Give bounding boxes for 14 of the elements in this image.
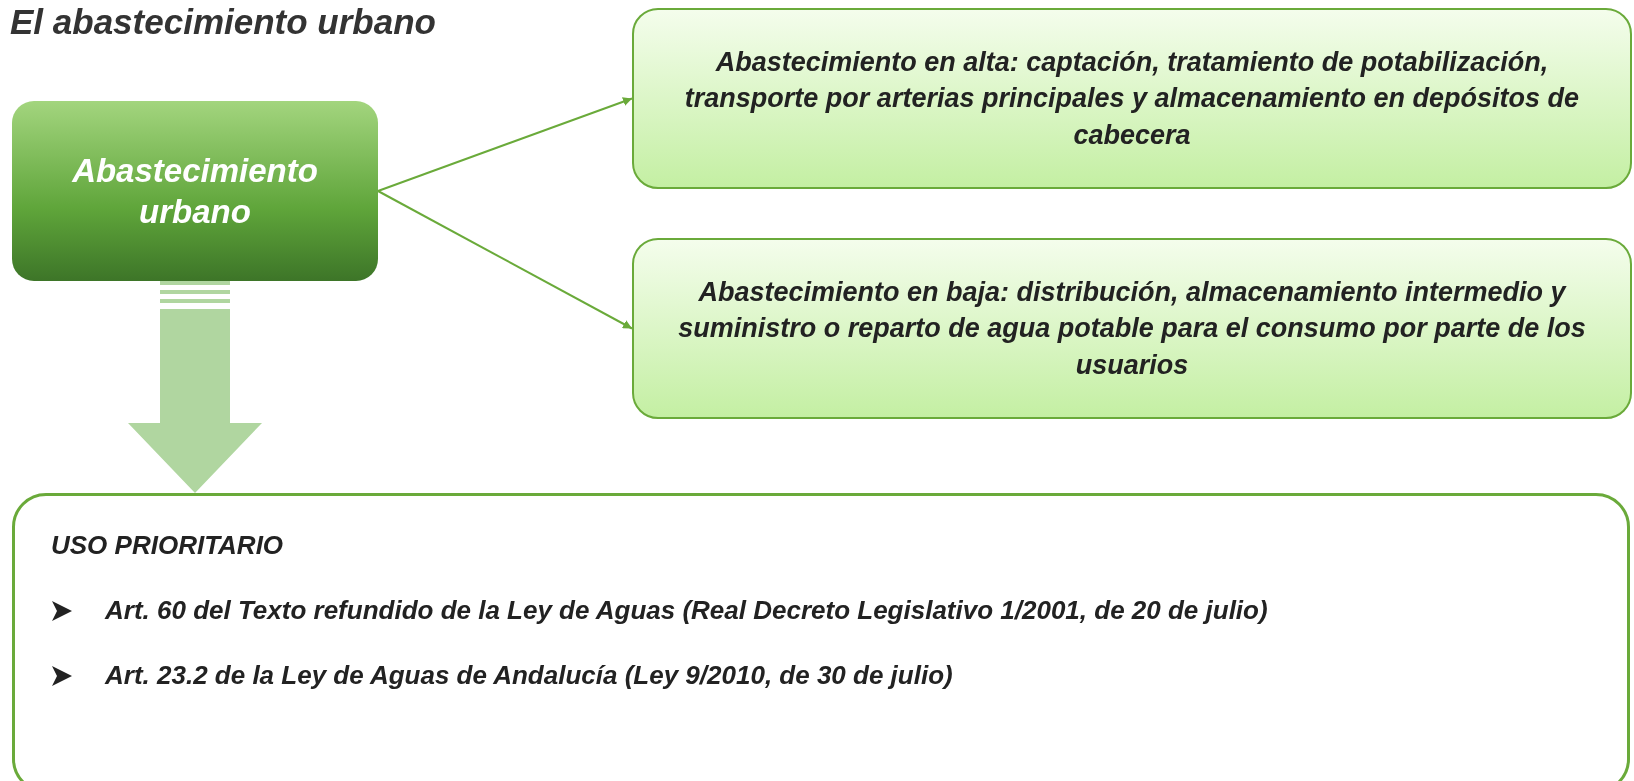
info-panel: [12, 493, 1630, 781]
list-item: Art. 60 del Texto refundido de la Ley de Aguas (Real Decreto Legislativo 1/2001, de 20 de julio): [105, 595, 1268, 626]
description-box: [632, 8, 1632, 189]
section-heading: USO PRIORITARIO: [51, 530, 284, 561]
list-item: Art. 23.2 de la Ley de Aguas de Andalucía (Ley 9/2010, de 30 de julio): [105, 660, 953, 691]
description-text: Abastecimiento en alta: captación, tratamiento de potabilización, transporte por arterias principales y almacenamiento en depósitos de cabecera: [683, 45, 1581, 152]
description-text: Abastecimiento en baja: distribución, almacenamiento intermedio y suministro o reparto de agua potable para el consumo por parte de los usuarios: [677, 275, 1587, 382]
description-box: [632, 238, 1632, 419]
arrow: [377, 190, 633, 330]
box-label: Abastecimiento urbano: [71, 150, 319, 232]
arrow: [377, 97, 633, 192]
block-arrow: [128, 281, 262, 493]
diagram-title: El abastecimiento urbano: [10, 2, 436, 42]
process-box: [12, 101, 378, 281]
